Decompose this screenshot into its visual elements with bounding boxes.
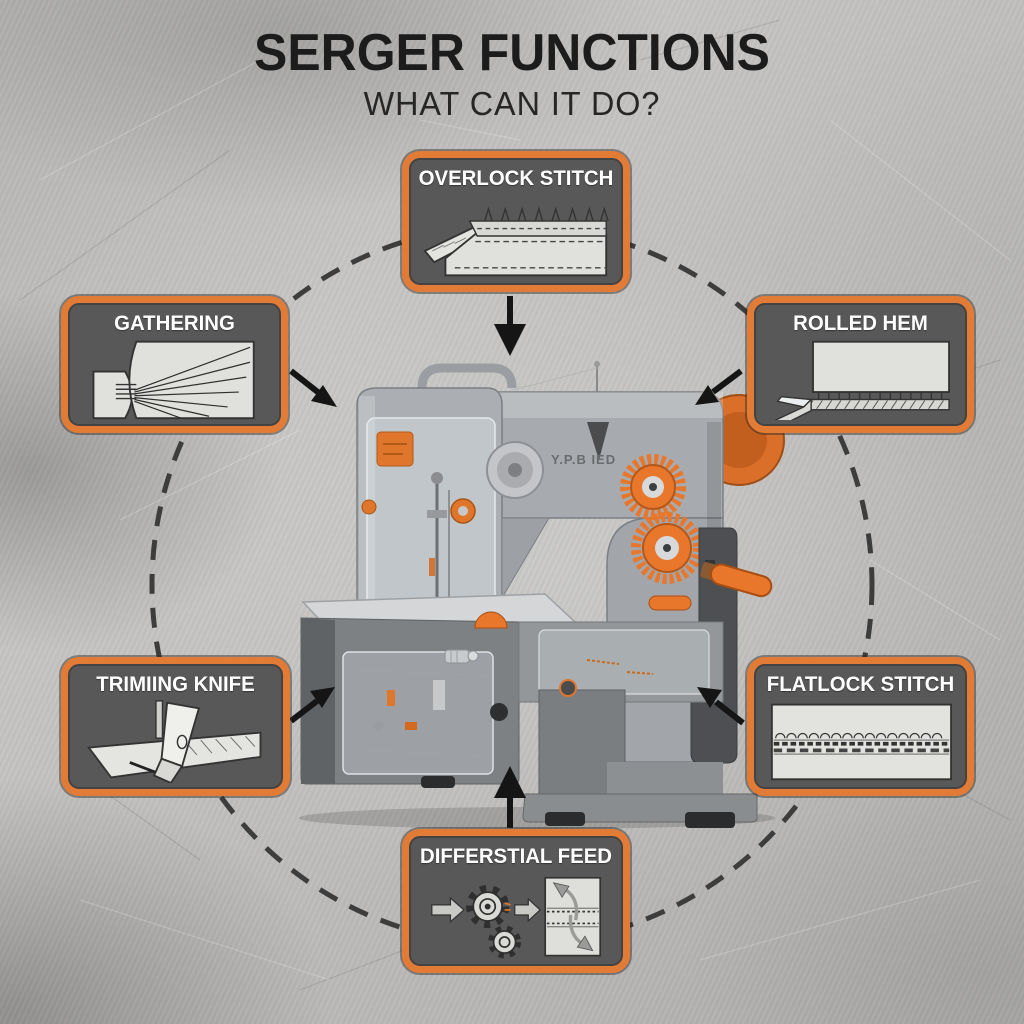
- callout-flatlock-stitch: FLATLOCK STITCH: [747, 657, 974, 796]
- looper-cylinder: [433, 680, 445, 710]
- crank-grip: [709, 563, 773, 598]
- arrow-flatlock-head: [697, 687, 722, 708]
- gathering-illustration: [92, 340, 255, 420]
- flatlock-stitch-illustration: [770, 703, 952, 781]
- bed-orange-marks: [586, 659, 620, 665]
- orange-half-disc-lever: [474, 611, 508, 629]
- looper-line2: [361, 749, 483, 757]
- title-block: SERGER FUNCTIONS WHAT CAN IT DO?: [0, 26, 1024, 123]
- foot-center: [545, 812, 585, 826]
- page-title: SERGER FUNCTIONS: [254, 24, 770, 82]
- differential-feed-illustration: [431, 876, 602, 959]
- mechanism-orange-bit: [429, 558, 435, 576]
- callout-trimming-knife: TRIMIING KNIFE: [61, 657, 290, 796]
- arrow-trimming-head: [310, 687, 335, 708]
- arrow-differential-head: [494, 766, 526, 798]
- bed-orange-marks2: [626, 671, 654, 675]
- callout-title: DIFFERSTIAL FEED: [419, 845, 612, 868]
- looper-orange-part: [387, 690, 395, 706]
- beam-dark-detail: [587, 422, 609, 460]
- callout-differential-feed: DIFFERSTIAL FEED: [402, 829, 630, 973]
- looper-gear: [374, 721, 384, 731]
- rolled-hem-illustration: [773, 340, 950, 420]
- callout-overlock-stitch: OVERLOCK STITCH: [402, 151, 630, 292]
- arrow-rolled-hem-head: [695, 385, 719, 405]
- overlock-stitch-illustration: [423, 206, 609, 277]
- small-knob-mid-hub: [458, 506, 468, 516]
- orange-label-patch: [376, 431, 414, 467]
- pedestal-hole: [559, 679, 577, 697]
- tension-dial-upper-center: [649, 483, 657, 491]
- dashed-circle: [149, 222, 875, 948]
- inner-brace: [501, 517, 550, 600]
- trimming-knife-illustration: [86, 700, 261, 783]
- arrow-overlock-head: [494, 324, 526, 356]
- knob-tip: [467, 650, 479, 662]
- mechanism-pivot: [431, 472, 443, 484]
- callout-gathering: GATHERING: [61, 296, 288, 433]
- looper-line: [356, 669, 488, 677]
- small-knob-left: [361, 499, 377, 515]
- callout-title: TRIMIING KNIFE: [96, 673, 255, 696]
- orange-lever-right: [648, 595, 692, 611]
- carry-handle: [417, 363, 517, 389]
- callout-rolled-hem: ROLLED HEM: [747, 296, 974, 433]
- page-subtitle: WHAT CAN IT DO?: [363, 84, 661, 122]
- looper-orange-part2: [405, 722, 417, 730]
- bed-center: [518, 621, 724, 703]
- tension-dial-lower-center: [663, 544, 671, 552]
- silver-disc-center: [508, 463, 522, 477]
- base-right: [607, 762, 723, 796]
- callout-title: OVERLOCK STITCH: [418, 167, 614, 190]
- thread-wire: [512, 367, 598, 391]
- arrow-trimming: [289, 698, 319, 724]
- callout-title: ROLLED HEM: [793, 312, 928, 335]
- arrow-rolled-hem: [711, 368, 743, 395]
- callout-title: GATHERING: [114, 312, 235, 335]
- scratch-lines: [39, 59, 1011, 981]
- arrow-flatlock: [714, 699, 745, 726]
- machine-model-label: Y.P.B IED: [551, 452, 616, 467]
- mechanism-block: [427, 510, 447, 518]
- arrow-gathering: [289, 368, 321, 396]
- crank-handle: [700, 562, 773, 598]
- callout-title: FLATLOCK STITCH: [766, 673, 955, 696]
- tension-dial-lower-ribs: [631, 512, 703, 584]
- foot-left: [421, 776, 455, 788]
- black-knob: [490, 703, 508, 721]
- thread-pole-tip: [594, 361, 600, 367]
- arrow-gathering-head: [311, 385, 337, 407]
- foot-right: [685, 812, 735, 828]
